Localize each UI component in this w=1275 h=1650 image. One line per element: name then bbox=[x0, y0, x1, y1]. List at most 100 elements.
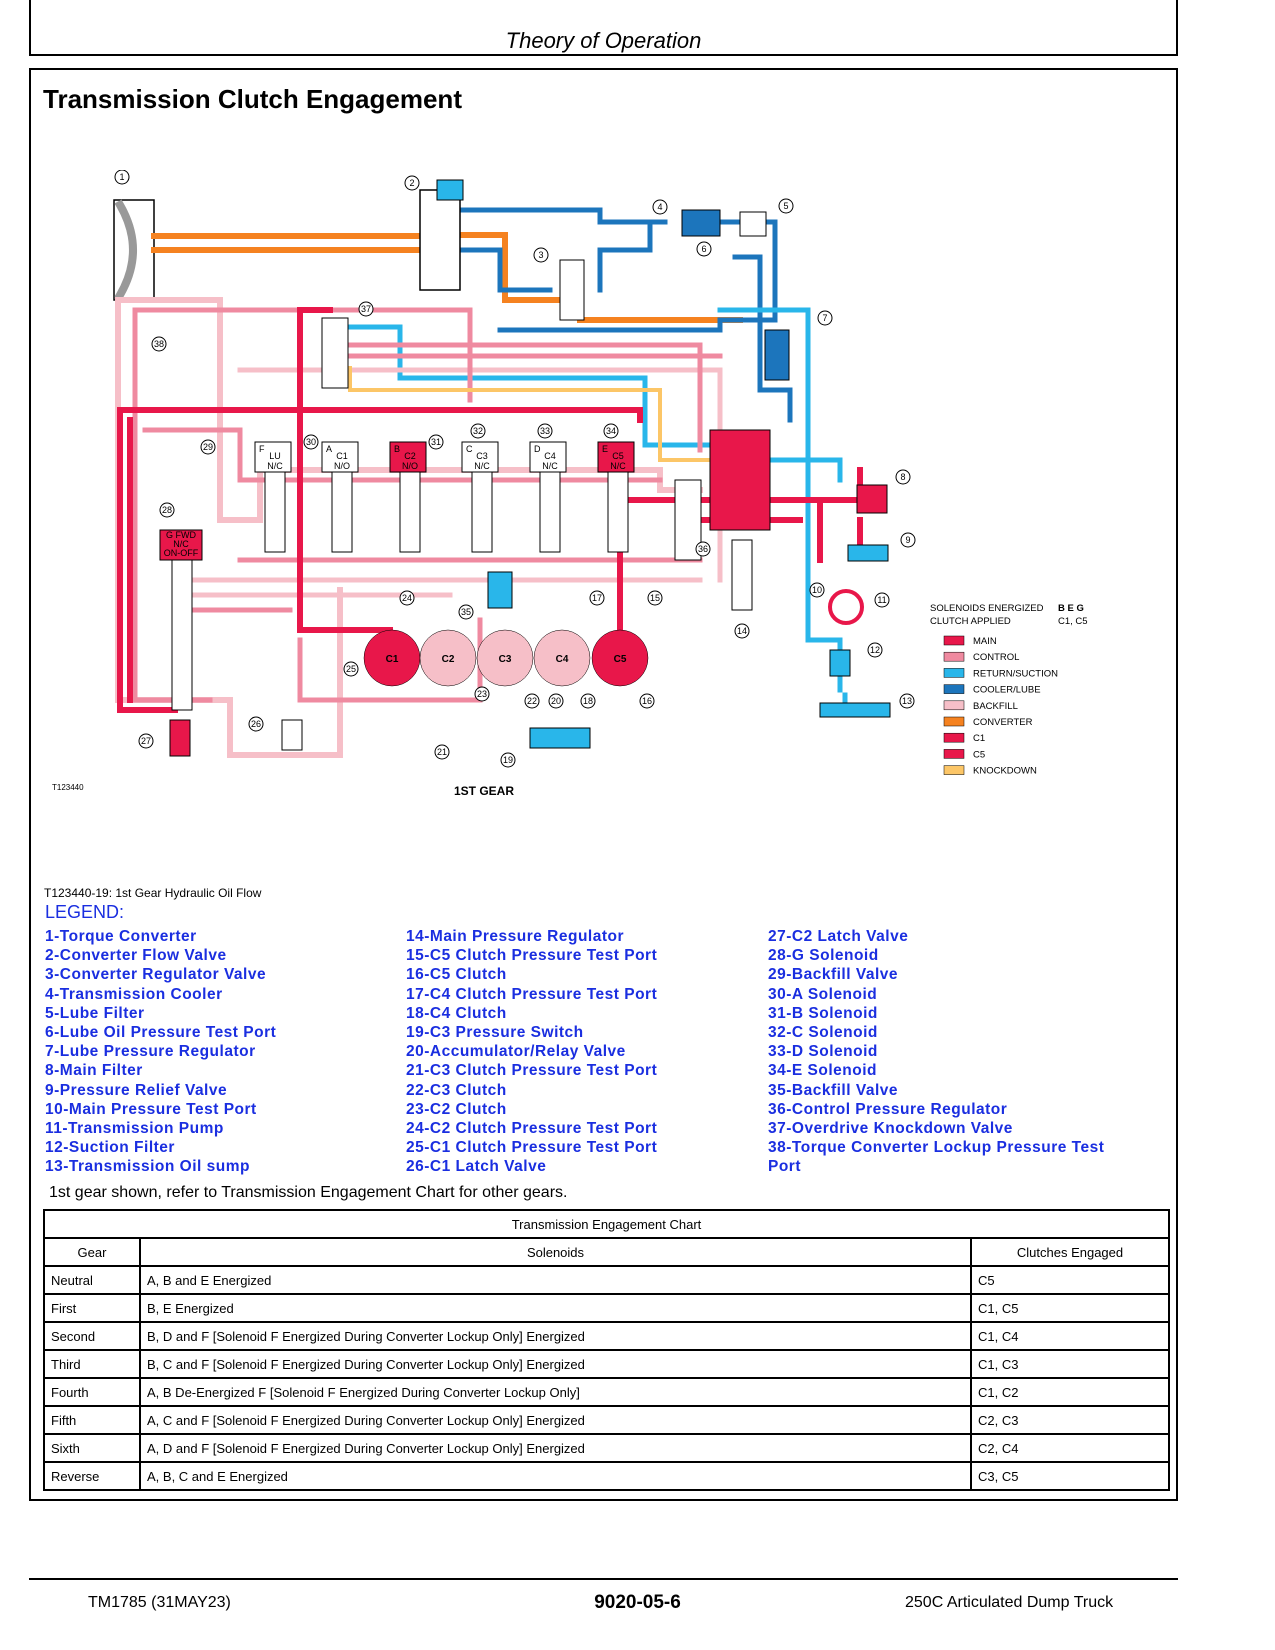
key-item: KNOCKDOWN bbox=[943, 765, 1037, 777]
solenoid-e: E C5 N/C bbox=[597, 441, 635, 473]
return-suction-line bbox=[347, 307, 843, 643]
callout-26: 26 bbox=[248, 716, 264, 732]
converter-regulator-valve bbox=[559, 259, 585, 321]
callout-1: 1 bbox=[114, 170, 130, 185]
solenoid-a-valve bbox=[331, 471, 353, 553]
svg-text:C2: C2 bbox=[442, 654, 455, 665]
gear-note: 1st gear shown, refer to Transmission En… bbox=[49, 1184, 568, 1201]
solenoid-d: D C4 N/C bbox=[529, 441, 567, 473]
chart-title: Transmission Engagement Chart bbox=[43, 1209, 1170, 1239]
solenoids-cell: A, B, C and E Energized bbox=[139, 1461, 972, 1491]
gear-cell: Reverse bbox=[43, 1461, 141, 1491]
svg-text:1: 1 bbox=[119, 172, 124, 182]
legend-item: 31-B Solenoid bbox=[768, 1004, 878, 1022]
svg-text:C3: C3 bbox=[476, 451, 488, 461]
footer-product: 250C Articulated Dump Truck bbox=[905, 1594, 1114, 1611]
footer-doc-id: TM1785 (31MAY23) bbox=[88, 1594, 231, 1611]
svg-text:38: 38 bbox=[154, 339, 164, 349]
section-title: Transmission Clutch Engagement bbox=[43, 84, 462, 114]
key-item: CONTROL bbox=[943, 651, 1019, 663]
svg-text:F: F bbox=[259, 444, 265, 454]
callout-27: 27 bbox=[138, 733, 154, 749]
header-frame bbox=[29, 0, 1178, 56]
svg-text:C5: C5 bbox=[614, 654, 627, 665]
svg-text:26: 26 bbox=[251, 719, 261, 729]
svg-text:3: 3 bbox=[538, 250, 543, 260]
legend-item: 2-Converter Flow Valve bbox=[45, 947, 227, 965]
svg-text:24: 24 bbox=[402, 593, 412, 603]
legend-item: 26-C1 Latch Valve bbox=[406, 1158, 547, 1176]
legend-item: 15-C5 Clutch Pressure Test Port bbox=[406, 947, 658, 965]
legend-item: 18-C4 Clutch bbox=[406, 1004, 507, 1022]
callout-22: 22 bbox=[524, 693, 540, 709]
callout-15: 15 bbox=[647, 590, 663, 606]
legend-item: 7-Lube Pressure Regulator bbox=[45, 1043, 256, 1061]
main-pressure-regulator bbox=[709, 429, 771, 531]
legend-item: 17-C4 Clutch Pressure Test Port bbox=[406, 985, 658, 1003]
key-item: C5 bbox=[943, 749, 985, 760]
legend-item: 4-Transmission Cooler bbox=[45, 985, 223, 1003]
converter-line bbox=[452, 232, 743, 323]
lube-filter bbox=[739, 211, 767, 237]
svg-text:18: 18 bbox=[583, 696, 593, 706]
legend-item: 32-C Solenoid bbox=[768, 1024, 878, 1042]
callout-10: 10 bbox=[809, 582, 825, 598]
svg-text:27: 27 bbox=[141, 736, 151, 746]
legend-heading: LEGEND: bbox=[45, 902, 125, 922]
svg-text:CONVERTER: CONVERTER bbox=[973, 717, 1033, 728]
svg-text:7: 7 bbox=[822, 313, 827, 323]
callout-31: 31 bbox=[428, 434, 444, 450]
svg-text:C: C bbox=[466, 444, 473, 454]
svg-text:C4: C4 bbox=[556, 654, 569, 665]
solenoids-energized-value: B E G bbox=[1058, 603, 1084, 614]
callout-23: 23 bbox=[474, 686, 490, 702]
svg-text:25: 25 bbox=[346, 664, 356, 674]
clutch-applied-label: CLUTCH APPLIED bbox=[930, 616, 1011, 627]
svg-text:32: 32 bbox=[473, 426, 483, 436]
legend-item: 9-Pressure Relief Valve bbox=[45, 1081, 228, 1099]
svg-text:21: 21 bbox=[437, 747, 447, 757]
svg-text:14: 14 bbox=[737, 626, 747, 636]
svg-text:15: 15 bbox=[650, 593, 660, 603]
svg-text:34: 34 bbox=[606, 426, 616, 436]
svg-text:ON-OFF: ON-OFF bbox=[164, 548, 199, 558]
converter-flow-valve-cap bbox=[436, 179, 464, 201]
figure-caption: T123440-19: 1st Gear Hydraulic Oil Flow bbox=[44, 886, 262, 900]
legend-item: 23-C2 Clutch bbox=[406, 1100, 507, 1118]
transmission-pump bbox=[828, 589, 864, 625]
callout-16: 16 bbox=[639, 693, 655, 709]
svg-text:N/C: N/C bbox=[474, 461, 490, 471]
callout-9: 9 bbox=[900, 532, 916, 548]
svg-text:C4: C4 bbox=[544, 451, 556, 461]
svg-text:B: B bbox=[394, 444, 400, 454]
callout-25: 25 bbox=[343, 661, 359, 677]
svg-text:20: 20 bbox=[551, 696, 561, 706]
footer-page-number: 9020-05-6 bbox=[594, 1592, 681, 1613]
converter-line bbox=[151, 233, 423, 253]
callout-7: 7 bbox=[817, 310, 833, 326]
callout-36: 36 bbox=[695, 541, 711, 557]
svg-text:4: 4 bbox=[657, 202, 662, 212]
transmission-engagement-chart: Transmission Engagement Chart Gear Solen… bbox=[43, 1209, 1170, 1491]
callout-2: 2 bbox=[404, 175, 420, 191]
clutch-c4: C4 bbox=[533, 629, 591, 687]
solenoids-cell: A, D and F [Solenoid F Energized During … bbox=[139, 1433, 972, 1463]
solenoid-d-valve bbox=[539, 471, 561, 553]
gear-cell: First bbox=[43, 1293, 141, 1323]
main-filter bbox=[856, 484, 888, 514]
clutches-cell: C1, C5 bbox=[970, 1293, 1170, 1323]
callout-33: 33 bbox=[537, 423, 553, 439]
svg-text:C5: C5 bbox=[612, 451, 624, 461]
svg-text:19: 19 bbox=[503, 755, 513, 765]
solenoids-cell: B, D and F [Solenoid F Energized During … bbox=[139, 1321, 972, 1351]
legend-item: 25-C1 Clutch Pressure Test Port bbox=[406, 1139, 658, 1157]
clutches-cell: C3, C5 bbox=[970, 1461, 1170, 1491]
legend-item: 33-D Solenoid bbox=[768, 1043, 878, 1061]
svg-text:C5: C5 bbox=[973, 749, 985, 760]
key-item: COOLER/LUBE bbox=[943, 684, 1041, 696]
callout-17: 17 bbox=[589, 590, 605, 606]
